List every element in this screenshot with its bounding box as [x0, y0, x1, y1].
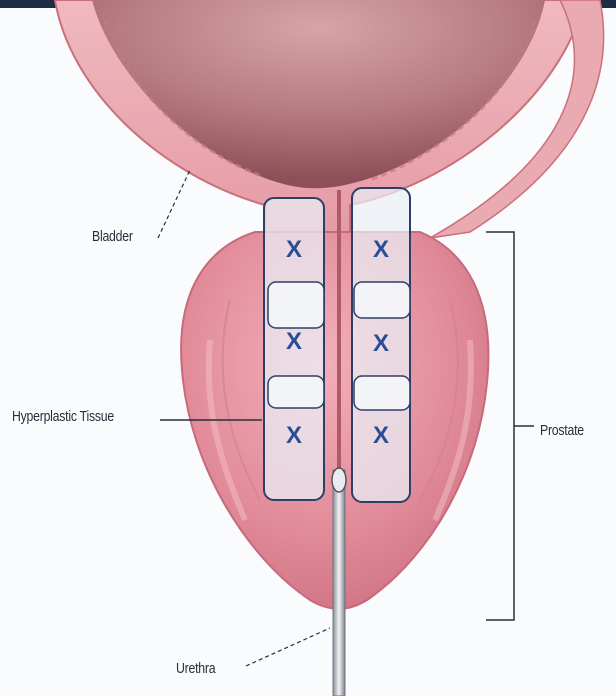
prostate-bracket	[486, 232, 534, 620]
bladder-cavity	[92, 0, 545, 188]
x-mark-right-middle: X	[366, 330, 396, 358]
x-mark-left-middle: X	[279, 328, 309, 356]
prostate-label: Prostate	[540, 422, 584, 439]
x-mark-left-top: X	[279, 236, 309, 264]
urethra-tube	[333, 470, 345, 696]
hyperplastic-tissue-label: Hyperplastic Tissue	[12, 408, 114, 425]
urethra-label: Urethra	[176, 660, 215, 677]
x-mark-right-bottom: X	[366, 422, 396, 450]
bladder	[55, 0, 604, 240]
bladder-leader-line	[158, 170, 190, 238]
x-mark-right-top: X	[366, 236, 396, 264]
x-mark-left-bottom: X	[279, 422, 309, 450]
urethra-leader-line	[246, 628, 330, 666]
bladder-label: Bladder	[92, 228, 133, 245]
